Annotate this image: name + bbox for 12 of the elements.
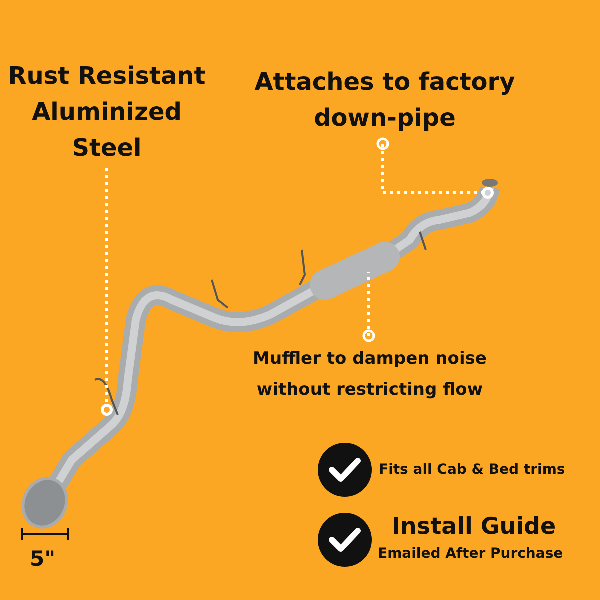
feature-text: Fits all Cab & Bed trims [379,462,566,478]
dimension-label: 5" [30,547,56,571]
callout-text: Muffler to dampen noise without restricting flow [252,348,488,402]
callout-dot [101,404,113,416]
feature-heading: Install Guide [392,514,556,540]
callout-text: Attaches to factory down-pipe [254,67,516,134]
callout-dot [482,187,494,199]
feature-text: Emailed After Purchase [378,546,564,562]
leader-line [362,272,376,342]
leader-line [106,168,108,404]
leader-line [376,138,482,194]
callout-text: Rust Resistant Aluminized Steel [7,61,207,164]
